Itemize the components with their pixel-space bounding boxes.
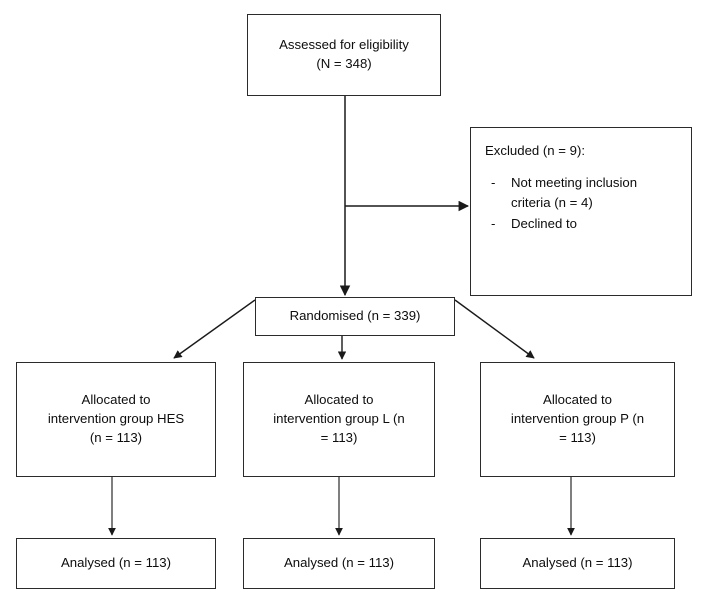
node-analysed-group-hes: Analysed (n = 113) [16,538,216,589]
allocated-l-line-1: Allocated to [304,392,374,408]
assessed-line-1: Assessed for eligibility [279,37,409,53]
bullet-dash-icon: - [491,174,496,190]
allocated-l-line-2: intervention group L (n [273,411,405,427]
allocated-p-line-2: intervention group P (n [510,411,645,427]
analysed-hes-label: Analysed (n = 113) [60,555,172,571]
randomised-label: Randomised (n = 339) [289,308,421,324]
analysed-p-label: Analysed (n = 113) [522,555,633,571]
bullet-dash-icon: - [491,216,496,232]
excluded-reason-item: - Not meeting inclusion criteria (n = 4) [485,173,679,213]
connector-randomised-to-allocated-p [454,299,535,359]
excluded-reason-text: Not meeting inclusion criteria (n = 4) [511,174,638,210]
node-allocated-group-l: Allocated to intervention group L (n = 1… [243,362,435,477]
allocated-hes-line-1: Allocated to [81,392,151,408]
allocated-hes-count: (n = 113) [89,429,143,445]
node-analysed-group-p: Analysed (n = 113) [480,538,675,589]
excluded-reason-item: - Declined to [485,214,679,234]
excluded-reason-text: Declined to [511,216,577,232]
node-allocated-group-p: Allocated to intervention group P (n = 1… [480,362,675,477]
connector-randomised-to-allocated-hes [173,299,256,359]
node-excluded: Excluded (n = 9): - Not meeting inclusio… [470,127,692,296]
excluded-reason-list: - Not meeting inclusion criteria (n = 4)… [485,173,679,236]
allocated-hes-line-2: intervention group HES [47,411,185,427]
allocated-p-count: = 113) [559,429,596,445]
allocated-l-count: = 113) [320,429,358,445]
assessed-count: (N = 348) [316,56,372,71]
node-analysed-group-l: Analysed (n = 113) [243,538,435,589]
node-randomised: Randomised (n = 339) [255,297,455,336]
node-allocated-group-hes: Allocated to intervention group HES (n =… [16,362,216,477]
allocated-p-line-1: Allocated to [543,392,612,408]
excluded-heading: Excluded (n = 9): [485,143,586,158]
node-assessed-for-eligibility: Assessed for eligibility (N = 348) [247,14,441,96]
analysed-l-label: Analysed (n = 113) [283,555,395,571]
